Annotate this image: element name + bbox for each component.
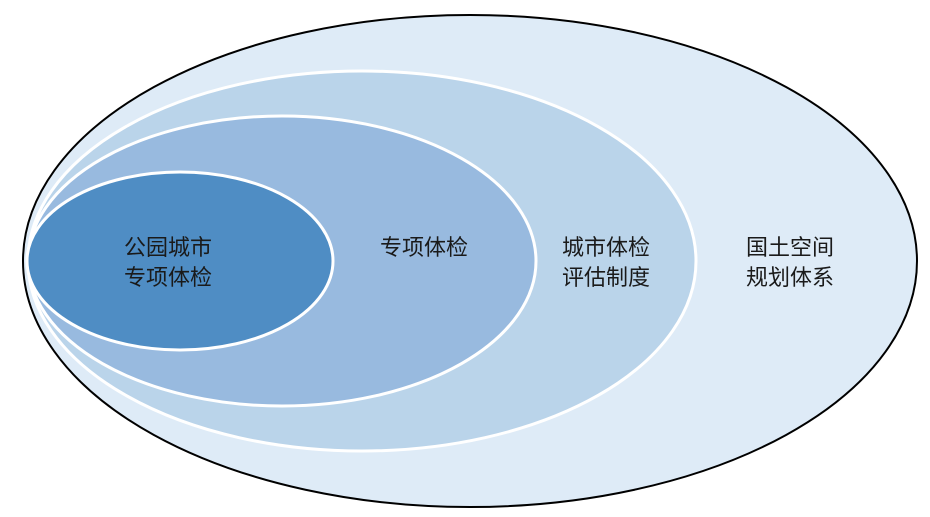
label-line: 国土空间 xyxy=(746,236,834,261)
label-line: 专项体检 xyxy=(380,236,468,261)
ellipse-park-city-special-checkup xyxy=(25,170,335,352)
label-line: 评估制度 xyxy=(562,266,650,291)
label-line: 专项体检 xyxy=(124,266,212,291)
label-line: 规划体系 xyxy=(746,266,834,291)
label-city-checkup-evaluation: 城市体检 评估制度 xyxy=(562,236,650,291)
label-special-checkup: 专项体检 xyxy=(380,236,468,261)
label-line: 公园城市 xyxy=(124,236,212,261)
label-park-city-special-checkup: 公园城市 专项体检 xyxy=(124,236,212,291)
label-line: 城市体检 xyxy=(562,236,650,261)
label-national-spatial-planning: 国土空间 规划体系 xyxy=(746,236,834,291)
